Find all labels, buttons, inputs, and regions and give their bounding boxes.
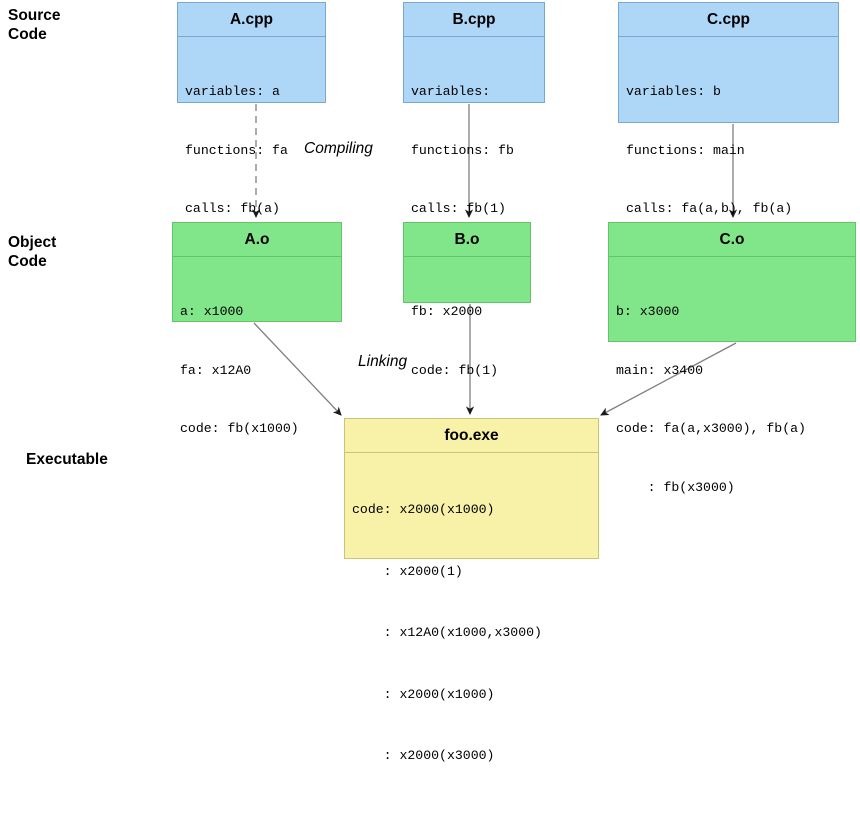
node-c-cpp-line: calls: fa(a,b), fb(a) — [626, 201, 793, 216]
node-b-cpp-line: functions: fb — [411, 142, 514, 158]
node-c-cpp[interactable]: C.cpp variables: b functions: main calls… — [618, 2, 839, 275]
node-foo-exe[interactable]: foo.exe code: x2000(x1000) : x2000(1) : … — [344, 418, 599, 763]
node-a-o-line: code: fb(x1000) — [180, 421, 299, 436]
node-b-cpp-line: calls: fb(1) — [411, 201, 506, 216]
node-a-o-body: a: x1000 fa: x12A0 code: fb(x1000) — [173, 257, 341, 485]
node-b-o-line: fb: x2000 — [411, 304, 483, 319]
node-a-cpp-line: variables: a — [185, 84, 280, 99]
row-label-executable: Executable — [26, 451, 108, 468]
node-a-o-line: a: x1000 — [180, 304, 244, 319]
node-a-o-title: A.o — [244, 231, 270, 248]
node-b-cpp-body: variables: functions: fb calls: fb(1) — [404, 37, 544, 265]
node-foo-exe-line: : x2000(x1000) — [352, 686, 495, 702]
process-label-compiling: Compiling — [304, 140, 373, 157]
node-foo-exe-body: code: x2000(x1000) : x2000(1) : x12A0(x1… — [345, 453, 598, 815]
node-a-cpp[interactable]: A.cpp variables: a functions: fa calls: … — [177, 2, 326, 216]
node-c-o-body: b: x3000 main: x3400 code: fa(a,x3000), … — [609, 257, 855, 543]
node-foo-exe-line: : x2000(x3000) — [352, 748, 495, 763]
node-c-o-title: C.o — [719, 231, 745, 248]
node-c-o-line: b: x3000 — [616, 304, 680, 319]
node-foo-exe-line: : x12A0(x1000,x3000) — [352, 625, 542, 640]
node-a-o-line: fa: x12A0 — [180, 362, 252, 378]
node-a-cpp-title: A.cpp — [229, 11, 274, 28]
row-label-source-code: Source Code — [8, 7, 61, 43]
node-c-cpp-divider — [619, 36, 838, 37]
node-c-o-line: main: x3400 — [616, 362, 704, 378]
node-foo-exe-title: foo.exe — [444, 427, 499, 444]
node-b-o-divider — [404, 256, 530, 257]
node-c-o-line: code: fa(a,x3000), fb(a) — [616, 421, 806, 436]
node-a-cpp-body: variables: a functions: fa calls: fb(a) — [178, 37, 325, 265]
node-a-cpp-line: calls: fb(a) — [185, 201, 280, 216]
node-b-cpp-divider — [404, 36, 544, 37]
node-c-cpp-line: variables: b — [626, 84, 721, 99]
node-c-cpp-line: functions: main — [626, 142, 745, 158]
node-c-o[interactable]: C.o b: x3000 main: x3400 code: fa(a,x300… — [608, 222, 856, 495]
node-b-cpp-title: B.cpp — [452, 11, 496, 28]
node-b-o-title: B.o — [454, 231, 480, 248]
node-b-cpp-line: variables: — [411, 84, 491, 99]
node-b-o-line: code: fb(1) — [411, 362, 499, 378]
node-a-cpp-line: functions: fa — [185, 142, 288, 158]
node-c-cpp-title: C.cpp — [706, 11, 751, 28]
node-b-o[interactable]: B.o fb: x2000 code: fb(1) — [403, 222, 531, 378]
node-foo-exe-line: code: x2000(x1000) — [352, 502, 495, 517]
node-c-o-divider — [609, 256, 855, 257]
node-b-cpp[interactable]: B.cpp variables: functions: fb calls: fb… — [403, 2, 545, 216]
node-foo-exe-divider — [345, 452, 598, 453]
node-a-o[interactable]: A.o a: x1000 fa: x12A0 code: fb(x1000) — [172, 222, 342, 436]
diagram-canvas: Source Code Object Code Executable Compi… — [8, 2, 856, 763]
node-a-cpp-divider — [178, 36, 325, 37]
node-c-o-line: : fb(x3000) — [616, 479, 735, 495]
node-foo-exe-line: : x2000(1) — [352, 563, 463, 579]
row-label-object-code: Object Code — [8, 234, 57, 270]
node-a-o-divider — [173, 256, 341, 257]
process-label-linking: Linking — [358, 353, 408, 370]
node-b-o-body: fb: x2000 code: fb(1) — [404, 257, 530, 426]
